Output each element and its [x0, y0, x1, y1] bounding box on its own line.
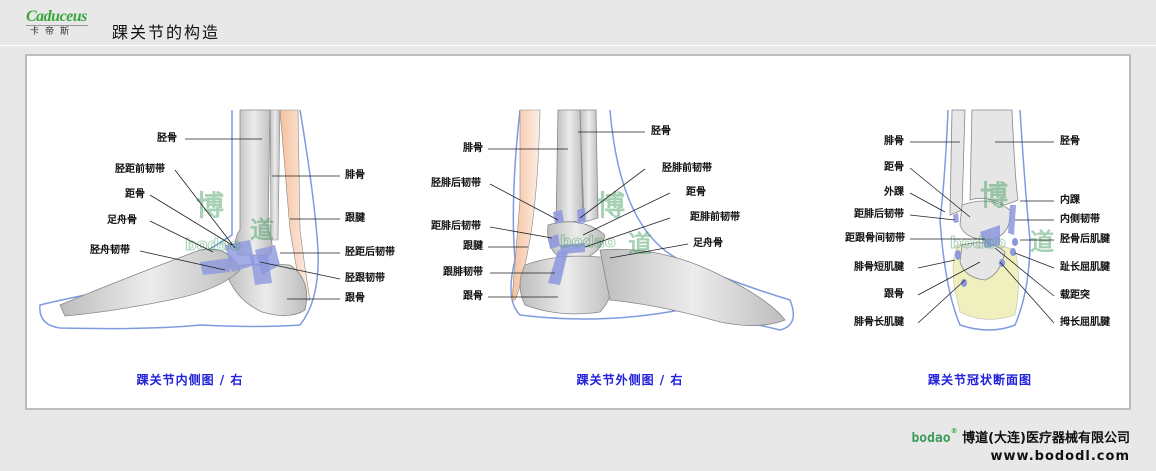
watermark-text: 道: [628, 230, 652, 258]
watermark-text: 道: [250, 216, 274, 244]
label-talus: 距骨: [125, 189, 145, 200]
label-posterior-talofibular-ligament: 距腓后韧带: [854, 209, 904, 220]
bodao-logo: bodao: [911, 431, 951, 446]
label-flexor-digitorum-longus-tendon: 趾长屈肌腱: [1060, 262, 1110, 273]
watermark-text: 道: [1030, 228, 1054, 256]
label-calcaneofibular-ligament: 跟腓韧带: [443, 267, 483, 278]
logo-subtitle: 卡帝斯: [30, 27, 76, 37]
label-posterior-tibiotalar-ligament: 胫距后韧带: [345, 247, 395, 258]
watermark-text: 博: [980, 179, 1008, 212]
label-fibula: 腓骨: [345, 170, 365, 181]
watermark-text: bodao: [185, 235, 241, 254]
watermark-text: bodao: [560, 232, 616, 251]
company-url: www.bododl.com: [990, 449, 1130, 464]
watermark-text: 博: [196, 189, 224, 222]
label-medial-malleolus: 内踝: [1060, 195, 1080, 206]
company-name: 博道(大连)医疗器械有限公司: [962, 431, 1130, 446]
caduceus-logo: Caduceus 卡帝斯: [26, 8, 88, 39]
caption-medial-view: 踝关节内侧图 / 右: [136, 373, 244, 387]
label-posterior-tibiofibular-ligament: 胫腓后韧带: [431, 178, 481, 189]
label-calcaneus: 跟骨: [463, 291, 483, 302]
label-tibia: 胫骨: [157, 133, 177, 144]
label-tibialis-posterior-tendon: 胫骨后肌腱: [1060, 234, 1110, 245]
label-flexor-hallucis-longus-tendon: 拇长屈肌腱: [1060, 317, 1110, 328]
header: Caduceus 卡帝斯 踝关节的构造: [0, 0, 1156, 46]
label-sustentaculum-tali: 载距突: [1060, 290, 1090, 301]
caption-lateral-view: 踝关节外侧图 / 右: [576, 373, 684, 387]
label-anterior-talofibular-ligament: 距腓前韧带: [690, 212, 740, 223]
label-fibula: 腓骨: [884, 136, 904, 147]
label-navicular: 足舟骨: [693, 238, 723, 249]
bodao-watermark: 博道 bodao 博道 bodao 博道 bodao: [185, 179, 1055, 258]
label-posterior-talofibular-ligament: 距腓后韧带: [431, 221, 481, 232]
caption-coronal-section: 踝关节冠状断面图: [927, 373, 1033, 387]
label-talus: 距骨: [884, 162, 904, 173]
label-achilles-tendon: 跟腱: [463, 241, 483, 252]
coronal-section-figure: [939, 109, 1031, 331]
label-talus: 距骨: [686, 187, 706, 198]
label-calcaneus: 跟骨: [345, 293, 365, 304]
footer-company: bodao® 博道(大连)医疗器械有限公司: [911, 427, 1130, 446]
label-fibula: 腓骨: [463, 143, 483, 154]
label-achilles-tendon: 跟腱: [345, 213, 365, 224]
page-title: 踝关节的构造: [112, 23, 221, 42]
leader-lines: [139, 131, 1055, 324]
medial-view-figure: [39, 109, 319, 330]
logo-word: Caduceus: [26, 8, 88, 26]
label-navicular: 足舟骨: [107, 215, 137, 226]
label-anterior-tibiotalar-ligament: 胫距前韧带: [115, 164, 165, 175]
label-tibia: 胫骨: [1060, 136, 1080, 147]
label-peroneus-longus-tendon: 腓骨长肌腱: [854, 317, 904, 328]
label-calcaneus: 跟骨: [884, 289, 904, 300]
label-anterior-tibiofibular-ligament: 胫腓前韧带: [662, 163, 712, 174]
label-lateral-malleolus: 外踝: [884, 187, 904, 198]
label-medial-ligament: 内侧韧带: [1060, 214, 1100, 225]
label-tibionavicular-ligament: 胫舟韧带: [90, 245, 130, 256]
watermark-text: bodao: [950, 233, 1006, 252]
label-tibiocalcaneal-ligament: 胫跟韧带: [345, 273, 385, 284]
label-peroneus-brevis-tendon: 腓骨短肌腱: [854, 262, 904, 273]
label-tibia: 胫骨: [651, 126, 671, 137]
label-interosseous-talocalcaneal-ligament: 距跟骨间韧带: [845, 233, 905, 244]
